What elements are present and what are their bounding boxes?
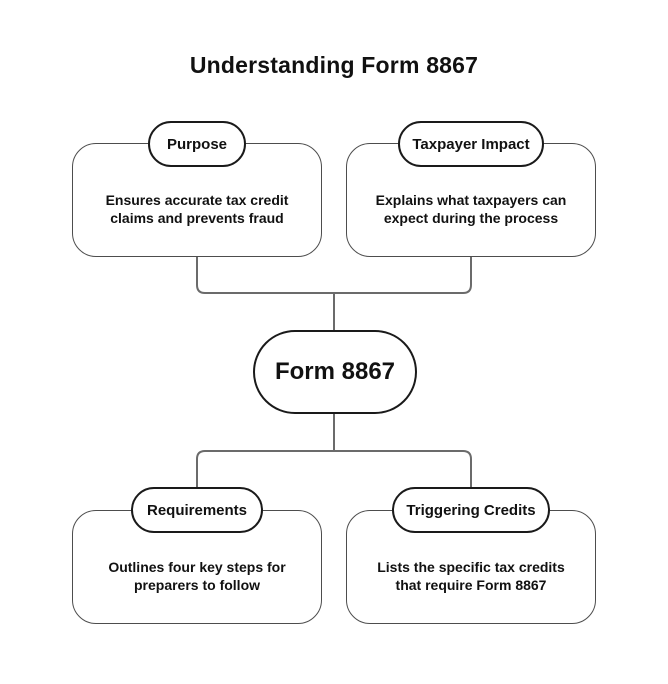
branch-label-triggering-credits[interactable]: Triggering Credits [392, 487, 550, 533]
branch-label-text: Requirements [146, 501, 248, 519]
central-node-form-8867[interactable]: Form 8867 [253, 330, 417, 414]
branch-label-taxpayer-impact[interactable]: Taxpayer Impact [398, 121, 544, 167]
branch-label-text: Purpose [166, 135, 227, 153]
connector-bottom-rail [196, 450, 472, 488]
diagram-title: Understanding Form 8867 [189, 52, 479, 78]
branch-description: Lists the specific tax credits that requ… [377, 558, 565, 593]
branch-label-text: Taxpayer Impact [412, 135, 530, 153]
branch-description: Explains what taxpayers can expect durin… [375, 191, 567, 226]
branch-label-purpose[interactable]: Purpose [148, 121, 246, 167]
branch-label-requirements[interactable]: Requirements [131, 487, 263, 533]
branch-description: Outlines four key steps for preparers to… [108, 558, 286, 593]
branch-description: Ensures accurate tax credit claims and p… [105, 191, 289, 226]
connector-top-rail [196, 257, 472, 294]
central-node-label: Form 8867 [274, 358, 396, 385]
branch-label-text: Triggering Credits [406, 501, 536, 519]
branch-box-taxpayer-impact[interactable]: Explains what taxpayers can expect durin… [346, 143, 596, 257]
